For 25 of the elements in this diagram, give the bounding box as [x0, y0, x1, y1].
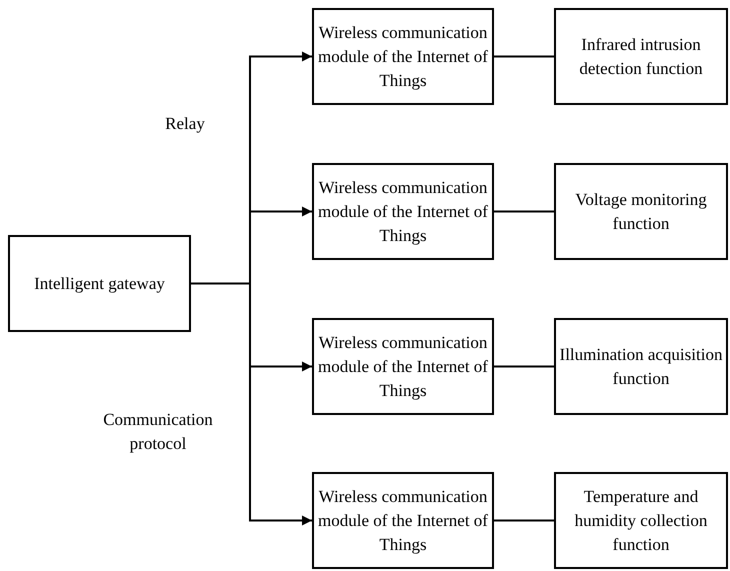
connector-line: [494, 210, 554, 212]
box-label: Temperature and humidity collection function: [574, 486, 708, 556]
connector-line: [494, 56, 554, 58]
arrow: [191, 282, 312, 526]
process-box: [312, 318, 494, 415]
connector-line: [494, 520, 554, 522]
branch-label: Communication protocol: [102, 409, 214, 455]
process-box: [554, 318, 728, 415]
box-label: Illumination acquisition function: [558, 344, 724, 390]
process-box: [8, 235, 191, 332]
connector-line: [494, 366, 554, 368]
box-label: Infrared intrusion detection function: [578, 34, 704, 80]
box-label: Wireless communication module of the Internet of Things: [317, 22, 489, 92]
branch-label: Relay: [164, 113, 206, 135]
box-label: Wireless communication module of the Internet of Things: [317, 486, 489, 556]
process-box: [554, 8, 728, 105]
process-box: [312, 472, 494, 569]
process-box: [554, 472, 728, 569]
box-label: Wireless communication module of the Internet of Things: [317, 332, 489, 402]
box-label: Voltage monitoring function: [574, 188, 708, 234]
process-box: [312, 163, 494, 260]
process-box: [554, 163, 728, 260]
box-label: Intelligent gateway: [34, 272, 165, 295]
process-box: [312, 8, 494, 105]
box-label: Wireless communication module of the Internet of Things: [317, 176, 489, 247]
